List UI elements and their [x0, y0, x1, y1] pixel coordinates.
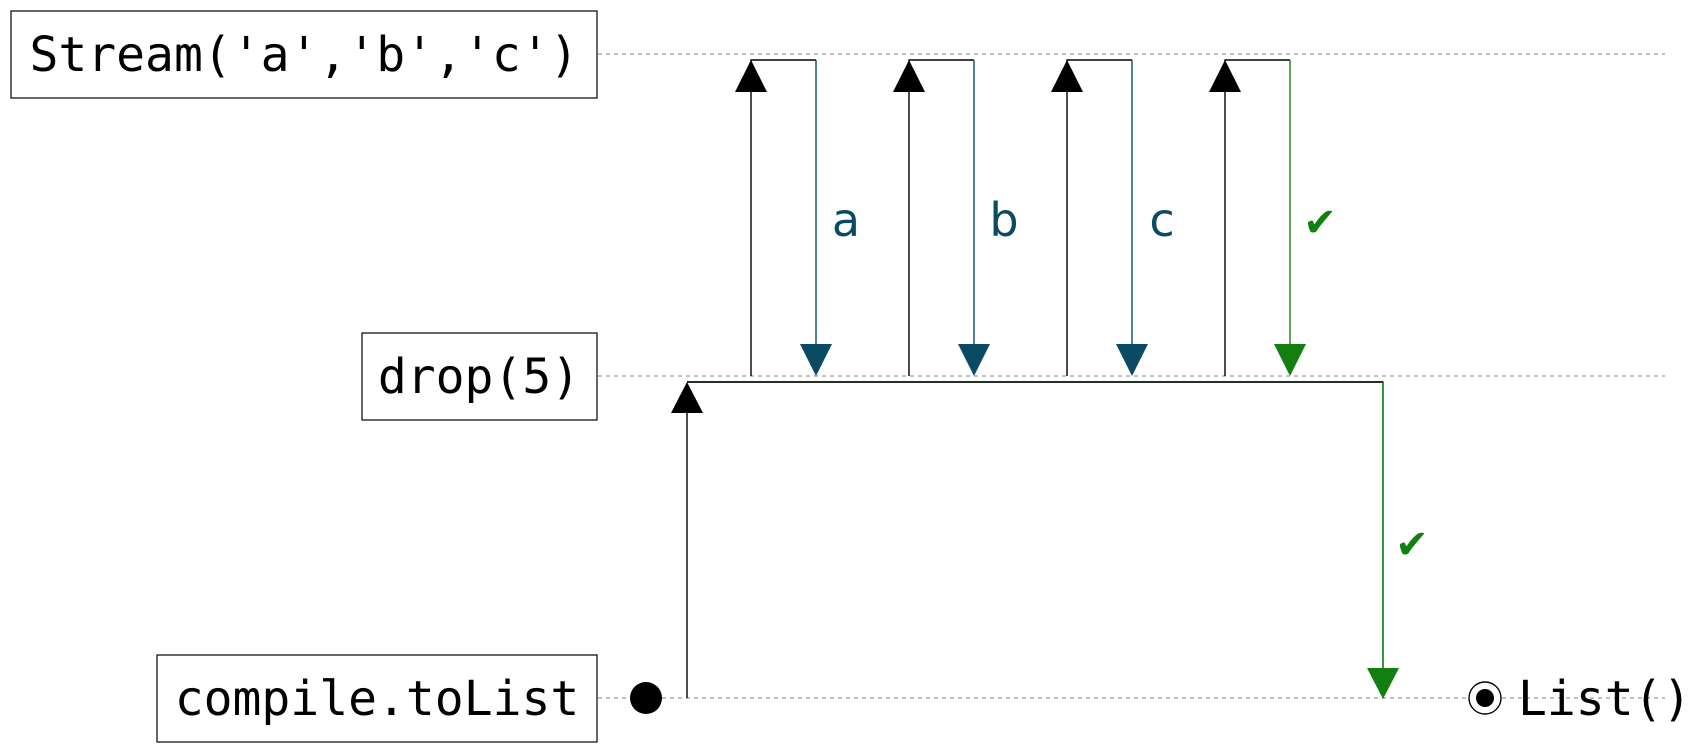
final-completion-arrow: ✔: [687, 381, 1429, 699]
result: List(): [1468, 671, 1690, 727]
request-line: [1224, 59, 1290, 376]
request-line: [1066, 59, 1132, 376]
sink-stage-box: [156, 654, 598, 743]
request-loop-2: b: [893, 59, 1019, 376]
op-stage: drop(5): [361, 332, 598, 421]
up-arrow-icon: [735, 60, 767, 92]
filled-circle-icon: [630, 682, 662, 714]
up-arrow-icon: [893, 60, 925, 92]
result-label: List(): [1518, 671, 1690, 727]
down-arrow-icon: [1274, 344, 1306, 376]
source-stage: Stream('a','b','c'): [10, 10, 598, 99]
down-arrow-icon: [1367, 668, 1399, 699]
response-label: b: [989, 193, 1018, 247]
request-loop-1: a: [735, 59, 860, 376]
target-circle-icon-center: [1476, 689, 1494, 707]
request-line: [908, 59, 974, 376]
sink-request-arrow: [671, 381, 1384, 698]
final-completion-label: ✔: [1395, 522, 1429, 568]
response-label: c: [1149, 193, 1174, 247]
source-stage-label: Stream('a','b','c'): [29, 27, 578, 83]
response-label: ✔: [1303, 200, 1337, 246]
up-arrow-icon: [1209, 60, 1241, 92]
up-arrow-icon: [671, 382, 703, 413]
request-line: [750, 59, 816, 376]
source-stage-box: [10, 10, 598, 99]
op-stage-label: drop(5): [378, 349, 580, 405]
sink-stage-label: compile.toList: [175, 671, 580, 727]
request-response-loops: a b c ✔: [735, 59, 1337, 376]
down-arrow-icon: [800, 344, 832, 376]
sink-stage: compile.toList: [156, 654, 598, 743]
down-arrow-icon: [1116, 344, 1148, 376]
request-loop-4: ✔: [1209, 59, 1337, 376]
request-loop-3: c: [1051, 59, 1175, 376]
down-arrow-icon: [958, 344, 990, 376]
up-arrow-icon: [1051, 60, 1083, 92]
response-label: a: [832, 193, 860, 247]
op-stage-box: [361, 332, 598, 421]
